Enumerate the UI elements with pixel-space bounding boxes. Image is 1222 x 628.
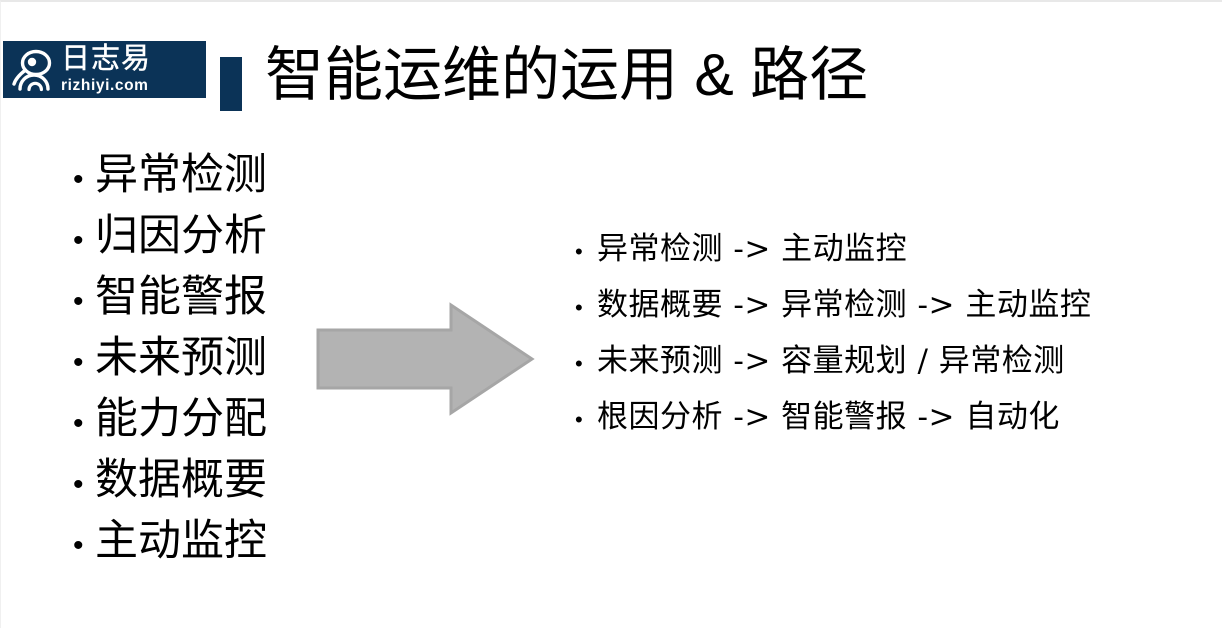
list-item-label: 数据概要 -> 异常检测 -> 主动监控 (597, 287, 1092, 323)
logo-wordmark: 日志易 rizhiyi.com (61, 45, 151, 94)
bullet-dot-icon: • (73, 163, 84, 196)
bullet-dot-icon: • (73, 346, 84, 379)
list-item: • 未来预测 -> 容量规划 / 异常检测 (569, 346, 1209, 402)
rizhiyi-mascot-icon (12, 49, 52, 91)
bullet-dot-icon: • (73, 407, 84, 440)
list-item: • 数据概要 (65, 459, 365, 520)
title-accent-bar (220, 57, 242, 111)
list-item: • 智能警报 (65, 276, 365, 337)
list-item: • 未来预测 (65, 337, 365, 398)
bullet-dot-icon: • (73, 285, 84, 318)
list-item: • 主动监控 (65, 520, 365, 581)
paths-list: • 异常检测 -> 主动监控 • 数据概要 -> 异常检测 -> 主动监控 • … (569, 234, 1209, 458)
bullet-dot-icon: • (73, 529, 84, 562)
list-item: • 数据概要 -> 异常检测 -> 主动监控 (569, 290, 1209, 346)
bullet-dot-icon: • (73, 224, 84, 257)
list-item-label: 未来预测 (95, 334, 267, 382)
list-item-label: 数据概要 (95, 456, 267, 504)
list-item-label: 异常检测 (95, 151, 267, 199)
bullet-dot-icon: • (575, 295, 583, 320)
rizhiyi-logo: 日志易 rizhiyi.com (3, 41, 206, 98)
list-item: • 异常检测 (65, 154, 365, 215)
list-item-label: 能力分配 (95, 395, 267, 443)
list-item-label: 智能警报 (95, 273, 267, 321)
bullet-dot-icon: • (575, 239, 583, 264)
list-item-label: 归因分析 (95, 212, 267, 260)
list-item: • 归因分析 (65, 215, 365, 276)
list-item-label: 未来预测 -> 容量规划 / 异常检测 (597, 343, 1065, 379)
list-item-label: 异常检测 -> 主动监控 (597, 231, 908, 267)
list-item-label: 主动监控 (95, 517, 267, 565)
bullet-dot-icon: • (73, 468, 84, 501)
right-arrow-shape (316, 302, 535, 416)
bullet-dot-icon: • (575, 351, 583, 376)
list-item: • 能力分配 (65, 398, 365, 459)
slide-header: 日志易 rizhiyi.com 智能运维的运用 & 路径 (1, 34, 1222, 112)
logo-domain-text: rizhiyi.com (61, 77, 149, 95)
page-title: 智能运维的运用 & 路径 (265, 42, 869, 108)
bullet-dot-icon: • (575, 407, 583, 432)
list-item: • 根因分析 -> 智能警报 -> 自动化 (569, 402, 1209, 458)
logo-chinese-name: 日志易 (61, 43, 152, 76)
list-item-label: 根因分析 -> 智能警报 -> 自动化 (597, 399, 1060, 435)
list-item: • 异常检测 -> 主动监控 (569, 234, 1209, 290)
capabilities-list: • 异常检测 • 归因分析 • 智能警报 • 未来预测 • 能力分配 • 数据概… (65, 154, 365, 581)
